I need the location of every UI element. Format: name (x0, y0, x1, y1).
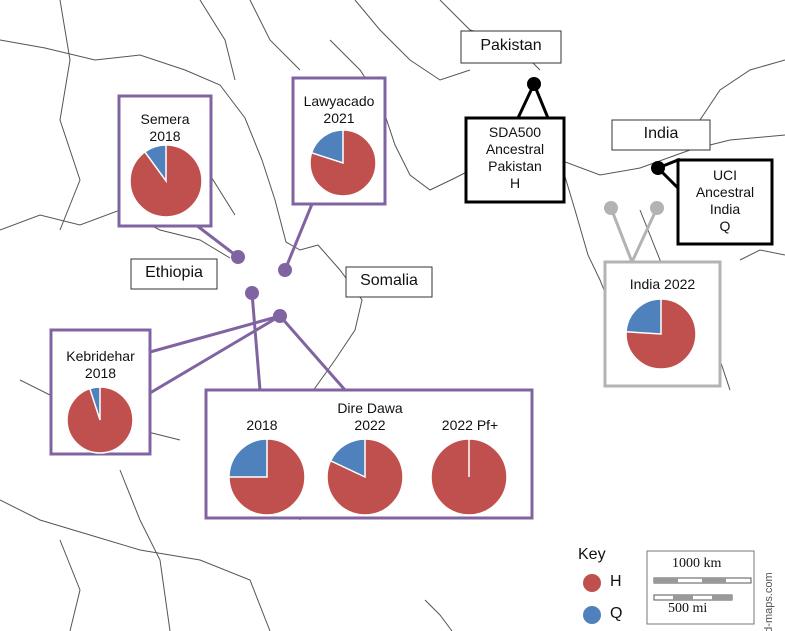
legend-q-swatch (583, 606, 601, 624)
sda500-callout: SDA500 Ancestral Pakistan H (466, 124, 564, 192)
india2022-dot-b (650, 201, 664, 215)
semera-pie-q-slice (143, 144, 167, 184)
legend-h-swatch (583, 574, 601, 592)
pakistan-dot (527, 77, 541, 91)
uci-line-1: UCI (712, 167, 738, 183)
credit-text: © d-maps.com (763, 572, 775, 631)
lawyacado-pie-q-slice (310, 129, 344, 165)
location-dots (231, 77, 665, 323)
india2022-dot-a (604, 201, 618, 215)
sda500-line-4: H (509, 175, 521, 191)
legend (583, 574, 601, 624)
diredawa-dot (245, 286, 259, 300)
sda500-line-1: SDA500 (488, 124, 542, 140)
uci-line-4: Q (719, 218, 731, 234)
semera-connector (195, 223, 239, 259)
diredawa-subtitle: 2022 (354, 417, 386, 433)
uci-box (676, 158, 774, 246)
semera-year: 2018 (149, 128, 181, 144)
pakistan-label: Pakistan (480, 37, 542, 54)
sda500-box (464, 116, 566, 204)
diredawa-panel-1-label: 2018 (246, 417, 278, 433)
uci-line-3: India (709, 201, 741, 217)
india2022-title: India 2022 (629, 276, 696, 292)
pakistan-label-box (460, 30, 562, 64)
kebridehar-dot (273, 309, 287, 323)
kebridehar-name: Kebridehar (66, 348, 135, 364)
pie-charts (66, 129, 697, 516)
lawyacado-connector (283, 203, 314, 271)
semera-title: Semera 2018 (119, 111, 211, 145)
semera-dot (231, 250, 245, 264)
kebridehar-pie-q-slice (88, 386, 101, 421)
diredawa-connector-a (250, 292, 262, 391)
semera-name: Semera (140, 111, 190, 127)
diredawa-2018-pie-q-slice (228, 438, 268, 478)
scale-mi-label: 500 mi (668, 601, 708, 616)
ethiopia-label-box (130, 258, 218, 290)
ethiopia-label: Ethiopia (145, 264, 203, 281)
somalia-label-box (345, 266, 433, 298)
diredawa-connector-b (278, 315, 347, 391)
lawyacado-dot (278, 263, 292, 277)
somalia-label: Somalia (360, 272, 418, 289)
diredawa-title: Dire Dawa 2022 (300, 400, 440, 434)
scale-km-label: 1000 km (672, 556, 722, 571)
diredawa-panel-3-label: 2022 Pf+ (441, 417, 499, 433)
connector-lines (149, 80, 680, 395)
sda500-line-3: Pakistan (488, 158, 542, 174)
legend-title: Key (578, 546, 606, 563)
lawyacado-title: Lawyacado 2021 (293, 93, 385, 127)
kebridehar-year: 2018 (84, 365, 117, 381)
uci-callout: UCI Ancestral India Q (678, 167, 772, 235)
uci-line-2: Ancestral (695, 184, 755, 200)
kebridehar-title: Kebridehar 2018 (51, 348, 150, 382)
legend-q-label: Q (610, 605, 623, 622)
india-uci-dot (651, 161, 665, 175)
sda500-line-2: Ancestral (485, 141, 545, 157)
india-label-box (611, 119, 711, 151)
india-label: India (643, 125, 679, 142)
scale-bar (646, 550, 755, 625)
india2022-pie-q-slice (625, 298, 662, 335)
legend-h-label: H (610, 573, 622, 590)
diredawa-2022-pie-q-slice (329, 438, 366, 479)
diredawa-name: Dire Dawa (337, 400, 403, 416)
lawyacado-name: Lawyacado (303, 93, 375, 109)
lawyacado-year: 2021 (323, 110, 355, 126)
